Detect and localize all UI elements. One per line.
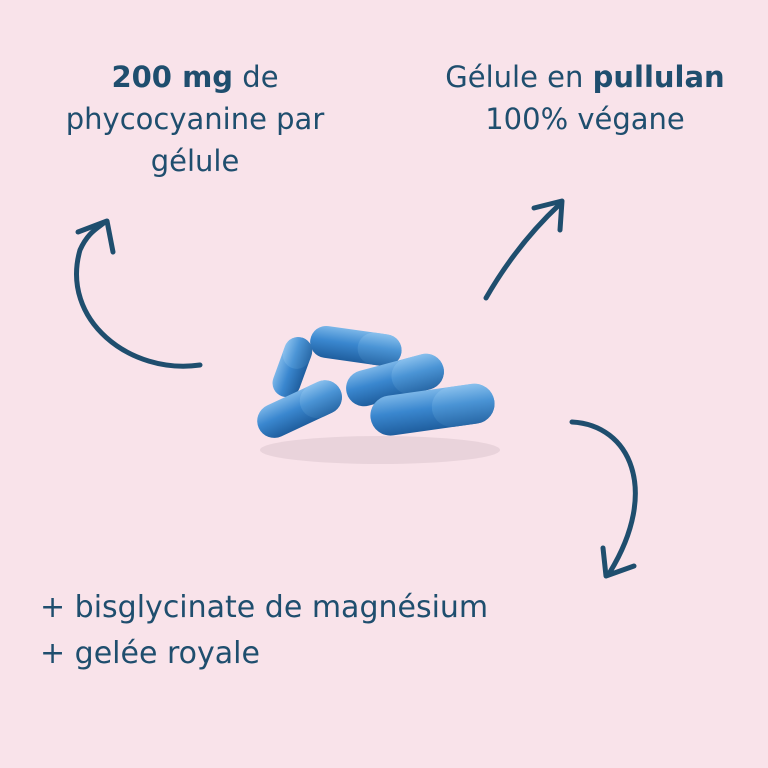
material-line-2: 100% végane	[485, 102, 685, 136]
capsule	[310, 325, 402, 367]
capsule-material-text: Gélule en pullulan 100% végane	[405, 56, 765, 140]
dose-line-3: gélule	[150, 144, 240, 178]
material-line-1: Gélule en pullulan	[405, 56, 765, 98]
capsules-image	[257, 325, 500, 464]
straight-arrow-icon	[483, 198, 565, 301]
material-prefix: Gélule en	[445, 60, 593, 94]
material-name: pullulan	[592, 60, 725, 94]
curved-arrow-down-icon	[569, 419, 638, 579]
ingredient-magnesium: + bisglycinate de magnésium	[40, 590, 489, 625]
capsule	[257, 380, 342, 438]
capsule	[370, 383, 495, 436]
phycocyanine-dose-text: 200 mg de phycocyanine par gélule	[10, 56, 380, 182]
dose-line-1-rest: de	[233, 60, 279, 94]
capsule	[272, 337, 313, 398]
dose-amount: 200 mg	[111, 60, 234, 94]
dose-line-1: 200 mg de	[10, 56, 380, 98]
capsule	[346, 353, 444, 407]
ingredient-royal-jelly: + gelée royale	[40, 636, 260, 671]
ingredients-text: + bisglycinate de magnésium + gelée roya…	[40, 585, 488, 677]
dose-line-2: phycocyanine par	[65, 102, 325, 136]
curved-arrow-icon	[74, 218, 203, 369]
